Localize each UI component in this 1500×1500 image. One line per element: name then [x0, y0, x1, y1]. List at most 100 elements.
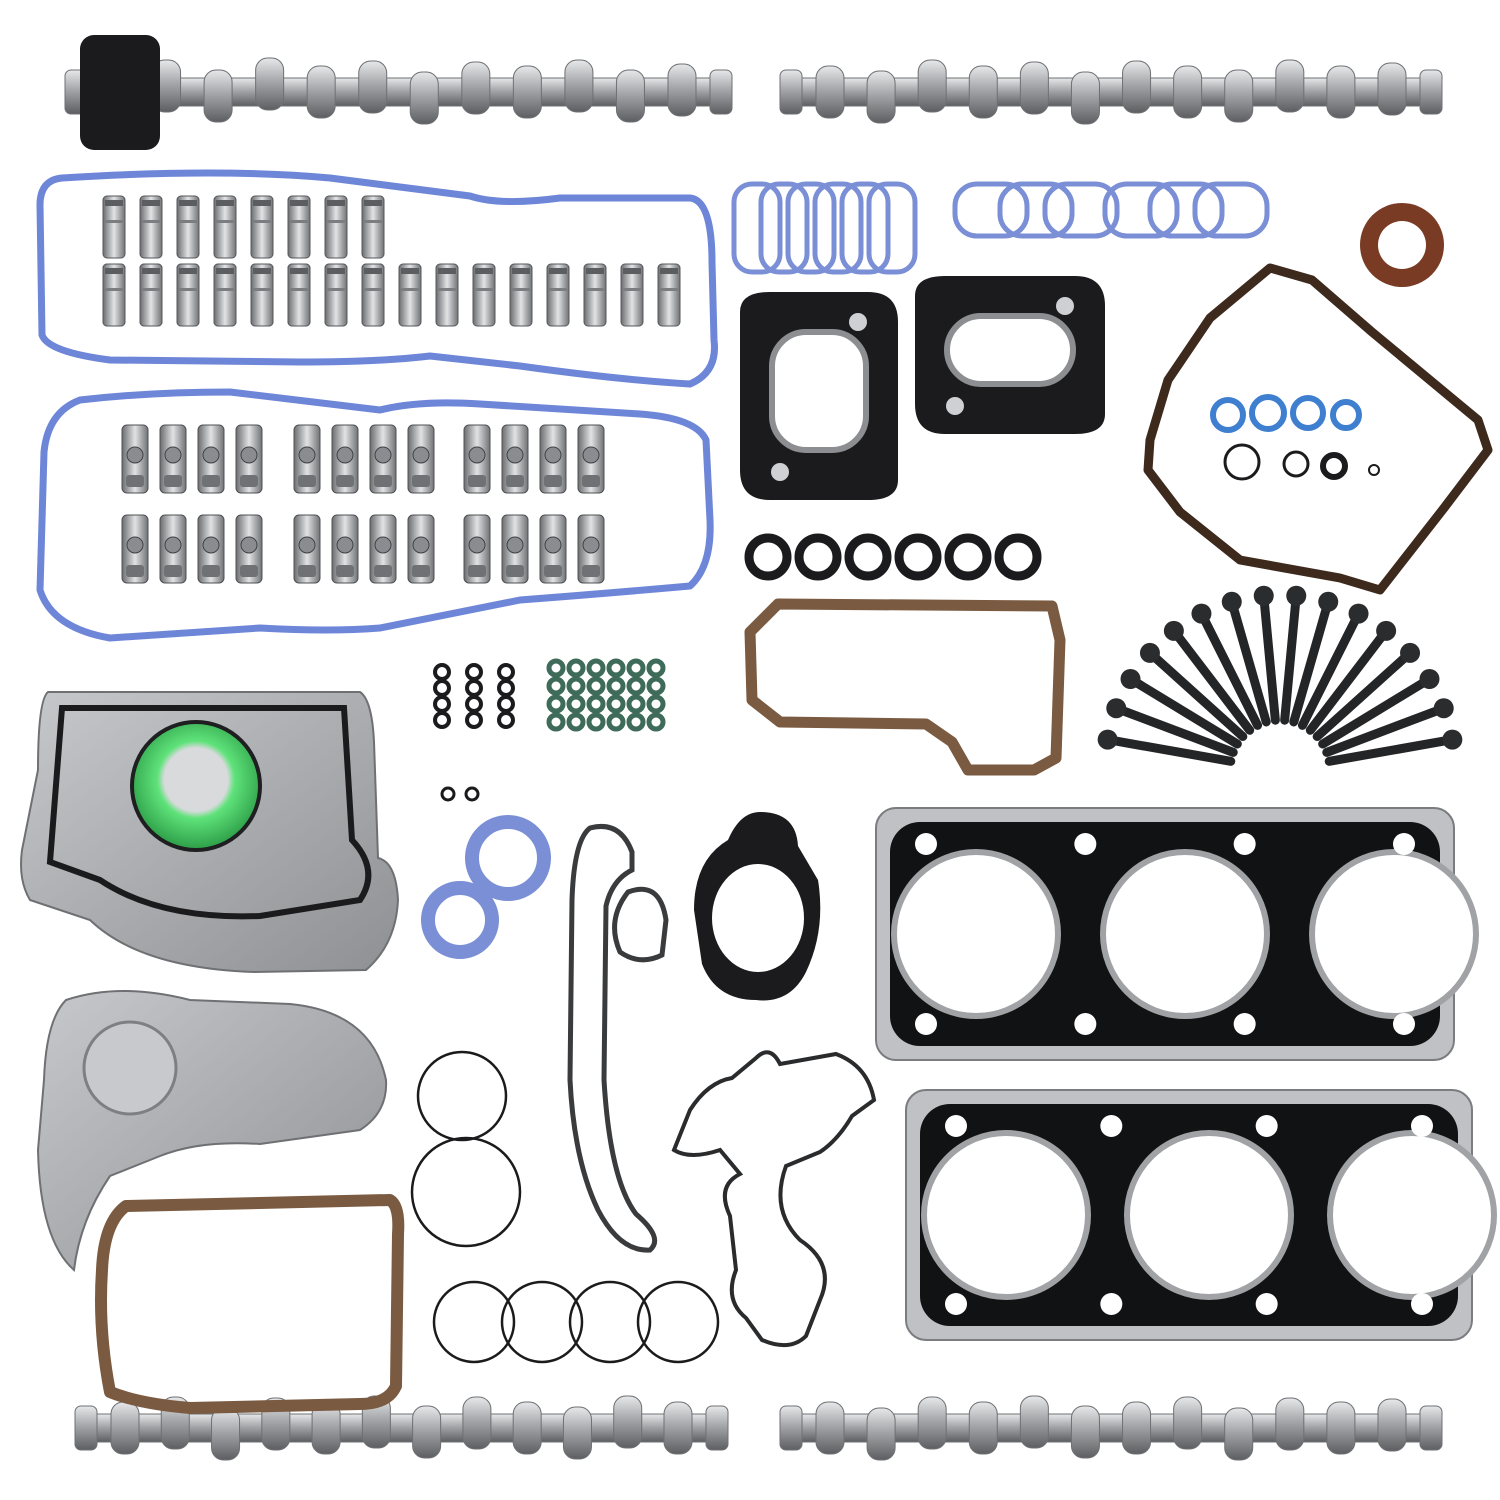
water-pump-seal	[82, 1020, 178, 1116]
rocker-arm	[501, 514, 529, 584]
rocker-arm	[463, 514, 491, 584]
rocker-arm	[407, 424, 435, 494]
injector-oring-green	[546, 712, 566, 732]
head-bolt	[1106, 698, 1238, 757]
injector-oring-black	[433, 711, 451, 729]
exhaust-gasket-right	[915, 276, 1105, 434]
timing-cover-gasket	[567, 824, 658, 1253]
gaskets	[20, 169, 1497, 1414]
lifter	[435, 263, 459, 327]
injector-oring-green	[586, 676, 606, 696]
injector-oring-green	[546, 676, 566, 696]
cam-plug-oring	[465, 815, 551, 901]
injector-oring-green	[606, 658, 626, 678]
rocker-arm	[197, 424, 225, 494]
exhaust-gasket-left	[740, 292, 898, 500]
rocker-arm	[539, 424, 567, 494]
oil-pan-gasket-lower	[95, 1194, 405, 1414]
lifter	[509, 263, 533, 327]
head-bolt	[1120, 668, 1242, 749]
head-bolt	[1297, 603, 1369, 730]
lifter	[361, 195, 385, 259]
intake-gasket-oval	[1147, 181, 1225, 239]
intake-gasket-oval	[952, 181, 1030, 239]
head-bolt	[1318, 668, 1440, 749]
spark-tube-seal	[744, 533, 792, 581]
head-bolt	[1312, 642, 1421, 742]
lifter	[472, 263, 496, 327]
seals-and-orings	[82, 181, 1444, 1364]
oil-pan-gasket-upper	[1143, 263, 1493, 595]
rocker-arm	[407, 514, 435, 584]
injector-oring-green	[646, 658, 666, 678]
rocker-arm	[331, 424, 359, 494]
intake-gasket-oval	[997, 181, 1075, 239]
rocker-arm	[235, 514, 263, 584]
camshafts	[64, 35, 1443, 1461]
large-oring	[568, 1280, 652, 1364]
large-oring	[432, 1280, 516, 1364]
injector-oring-green	[566, 712, 586, 732]
rocker-arm	[577, 424, 605, 494]
black-oring	[1223, 443, 1261, 481]
intake-gasket-oval	[1042, 181, 1120, 239]
injector-oring-black	[497, 695, 515, 713]
injector-oring-black	[433, 663, 451, 681]
blue-oring	[1210, 397, 1246, 433]
lifter	[213, 263, 237, 327]
rocker-arm	[293, 514, 321, 584]
large-oring	[416, 1050, 508, 1142]
rocker-arm	[331, 514, 359, 584]
rocker-arm	[197, 514, 225, 584]
injector-oring-black	[465, 679, 483, 697]
lifter	[176, 195, 200, 259]
injector-oring-green	[606, 712, 626, 732]
valve-cover-gasket-lower	[36, 388, 714, 642]
camshaft-bottom-right	[779, 1395, 1443, 1461]
spark-tube-seal	[944, 533, 992, 581]
blue-oring	[1249, 394, 1287, 432]
head-bolt	[1289, 591, 1339, 727]
intake-gasket-oval	[1102, 181, 1180, 239]
camshaft-bottom-left	[74, 1395, 729, 1461]
injector-oring-black	[497, 711, 515, 729]
lifter	[657, 263, 681, 327]
injector-oring-green	[606, 694, 626, 714]
small-oring	[440, 786, 456, 802]
intake-gasket	[731, 181, 783, 275]
intake-gasket-oval	[1192, 181, 1270, 239]
rocker-arm	[463, 424, 491, 494]
injector-oring-green	[586, 712, 606, 732]
intake-gasket	[785, 181, 837, 275]
spark-tube-seal	[994, 533, 1042, 581]
large-oring	[500, 1280, 584, 1364]
spark-tube-seal	[894, 533, 942, 581]
spark-tube-seal	[794, 533, 842, 581]
head-bolt	[1163, 620, 1255, 735]
head-bolt	[1221, 591, 1271, 727]
injector-oring-green	[586, 658, 606, 678]
rocker-arm	[159, 424, 187, 494]
injector-oring-green	[626, 676, 646, 696]
head-bolt	[1280, 585, 1307, 725]
intake-gasket	[812, 181, 864, 275]
head-bolt	[1097, 729, 1236, 766]
lifter	[102, 263, 126, 327]
lifter	[398, 263, 422, 327]
spark-tube-seal	[844, 533, 892, 581]
injector-oring-green	[546, 658, 566, 678]
rocker-arm	[501, 424, 529, 494]
lifter	[546, 263, 570, 327]
lifter	[583, 263, 607, 327]
lifter	[250, 195, 274, 259]
head-bolt	[1322, 698, 1454, 757]
lifter	[620, 263, 644, 327]
water-outlet-bore	[712, 864, 804, 972]
black-oring	[1282, 450, 1310, 478]
water-pump-gasket	[36, 990, 388, 1273]
rear-main-plate-gasket	[46, 705, 372, 920]
rocker-arm	[121, 424, 149, 494]
lifter	[176, 263, 200, 327]
large-oring	[410, 1136, 522, 1248]
injector-oring-green	[646, 712, 666, 732]
